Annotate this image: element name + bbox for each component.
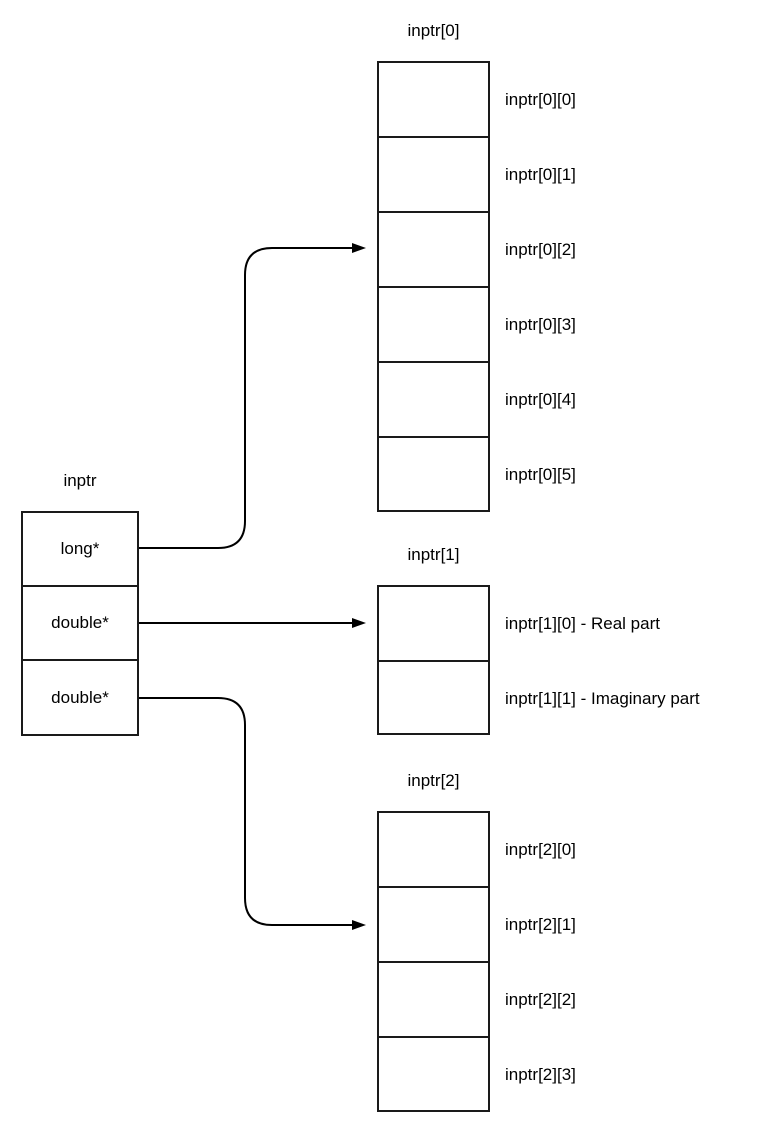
array-inptr2 [377,811,490,1112]
array-title-inptr2: inptr[2] [407,771,460,790]
array-inptr0 [377,61,490,512]
cell-label-inptr0-3: inptr[0][3] [505,315,576,334]
array-title-inptr1: inptr[1] [407,545,460,564]
cell-label-inptr0-5: inptr[0][5] [505,465,576,484]
cell-label-inptr0-4: inptr[0][4] [505,390,576,409]
array-cell [379,138,488,213]
struct-field-0: long* [23,513,137,587]
connector-double-to-inptr2 [139,697,352,926]
array-title-inptr0: inptr[0] [407,21,460,40]
cell-label-inptr0-2: inptr[0][2] [505,240,576,259]
array-cell [379,888,488,963]
array-cell [379,1038,488,1110]
cell-label-inptr2-3: inptr[2][3] [505,1065,576,1084]
array-cell [379,363,488,438]
cell-label-inptr2-2: inptr[2][2] [505,990,576,1009]
cell-label-inptr1-1: inptr[1][1] - Imaginary part [505,689,700,708]
cell-label-inptr2-0: inptr[2][0] [505,840,576,859]
array-cell [379,963,488,1038]
array-cell [379,63,488,138]
cell-label-inptr1-0: inptr[1][0] - Real part [505,614,660,633]
struct-field-1: double* [23,587,137,661]
array-inptr1 [377,585,490,735]
struct-inptr: long* double* double* [21,511,139,736]
cell-label-inptr2-1: inptr[2][1] [505,915,576,934]
struct-title: inptr [63,471,97,490]
connector-long-to-inptr0 [139,247,352,549]
array-cell [379,813,488,888]
struct-field-2: double* [23,661,137,734]
array-cell [379,662,488,733]
array-cell [379,288,488,363]
arrowhead-inptr2 [352,920,366,930]
array-cell [379,438,488,510]
cell-label-inptr0-0: inptr[0][0] [505,90,576,109]
array-cell [379,587,488,662]
arrowhead-inptr1 [352,618,366,628]
arrowhead-inptr0 [352,243,366,253]
cell-label-inptr0-1: inptr[0][1] [505,165,576,184]
array-cell [379,213,488,288]
